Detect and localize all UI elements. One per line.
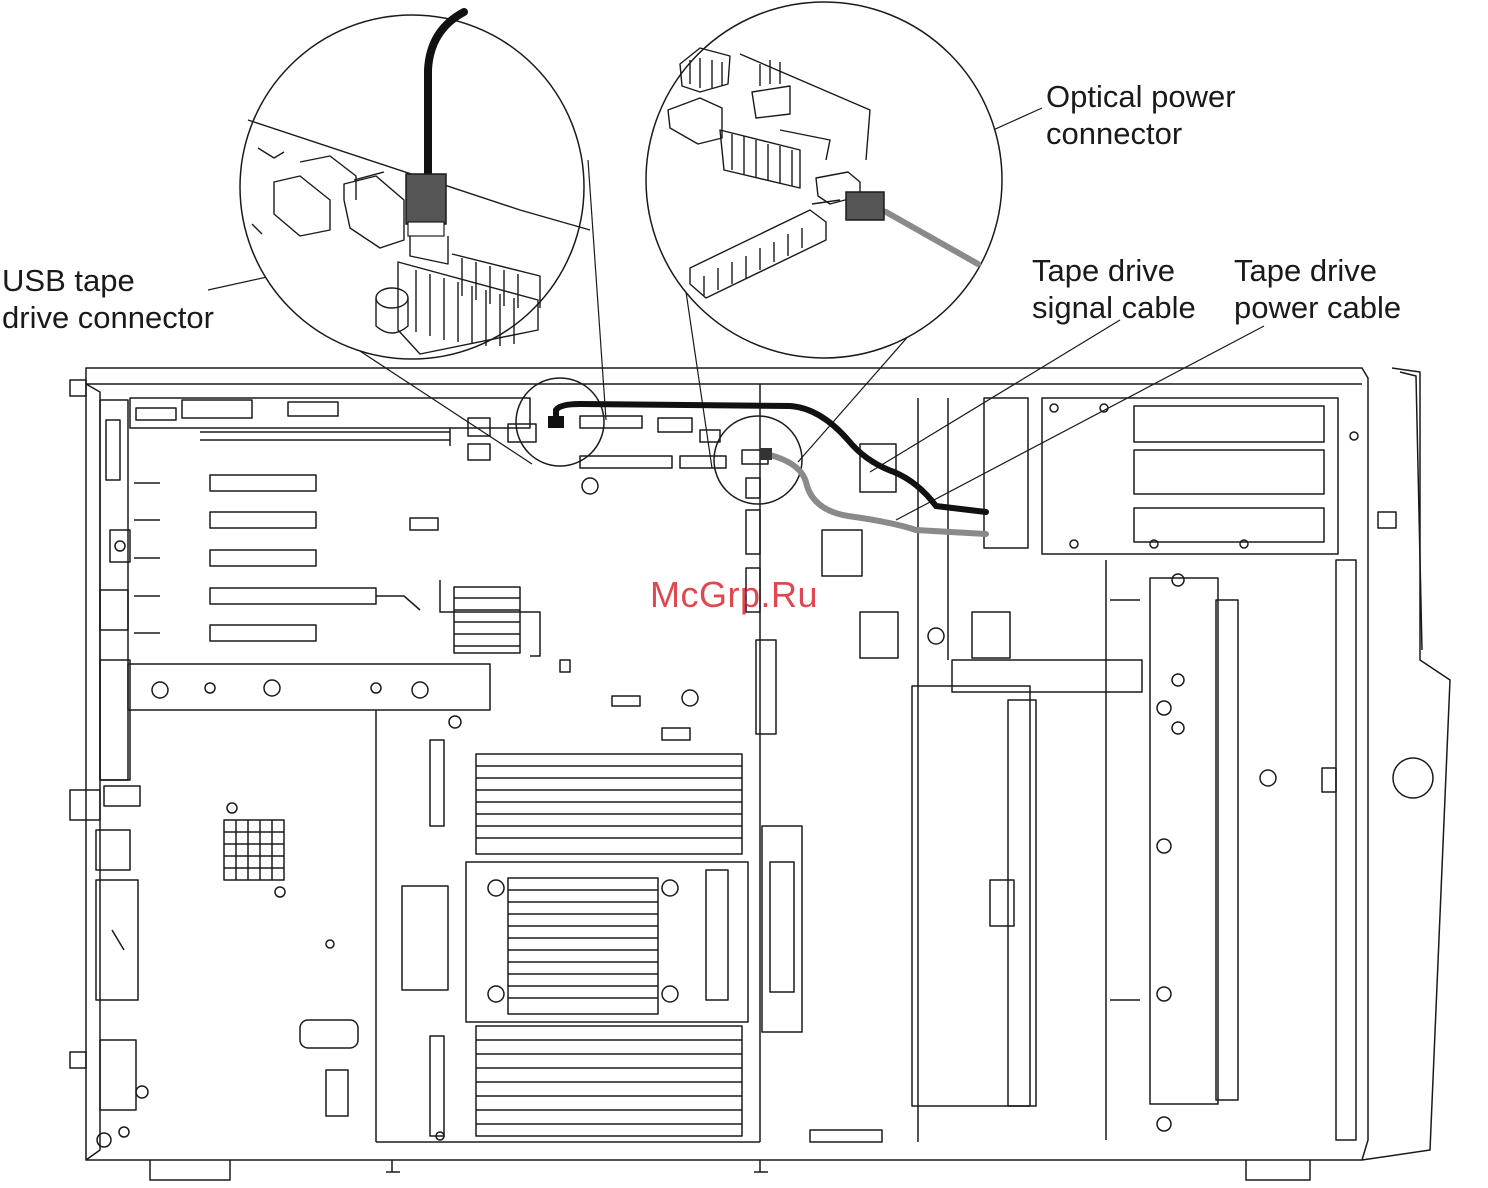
label-tape-drive-power-cable: Tape drive power cable xyxy=(1234,252,1401,326)
label-usb-tape-drive-connector: USB tape drive connector xyxy=(2,262,214,336)
label-usb-line2: drive connector xyxy=(2,299,214,336)
label-signal-line2: signal cable xyxy=(1032,289,1196,326)
board-connectors xyxy=(468,416,768,468)
rear-panel xyxy=(70,400,148,1147)
retention-bracket xyxy=(128,664,490,728)
optical-power-connector-small xyxy=(760,448,772,460)
label-optical-line2: connector xyxy=(1046,115,1236,152)
system-board xyxy=(376,384,760,1142)
detail-usb-connector xyxy=(240,12,590,359)
label-signal-line1: Tape drive xyxy=(1032,252,1196,289)
label-optical-line1: Optical power xyxy=(1046,78,1236,115)
pci-slots xyxy=(134,475,420,641)
top-bracket xyxy=(130,398,530,446)
dimm-slots-lower xyxy=(430,1026,742,1136)
label-power-line2: power cable xyxy=(1234,289,1401,326)
detail-optical-power-connector xyxy=(646,2,1002,358)
label-power-line1: Tape drive xyxy=(1234,252,1401,289)
dimm-slots-upper xyxy=(430,740,742,854)
label-tape-drive-signal-cable: Tape drive signal cable xyxy=(1032,252,1196,326)
watermark: McGrp.Ru xyxy=(650,574,818,616)
left-board-features xyxy=(224,803,444,1140)
cpu-heatsink xyxy=(402,862,748,1022)
standoffs xyxy=(762,444,1010,1142)
usb-tape-connector-small xyxy=(548,416,564,428)
label-usb-line1: USB tape xyxy=(2,262,214,299)
label-optical-power-connector: Optical power connector xyxy=(1046,78,1236,152)
